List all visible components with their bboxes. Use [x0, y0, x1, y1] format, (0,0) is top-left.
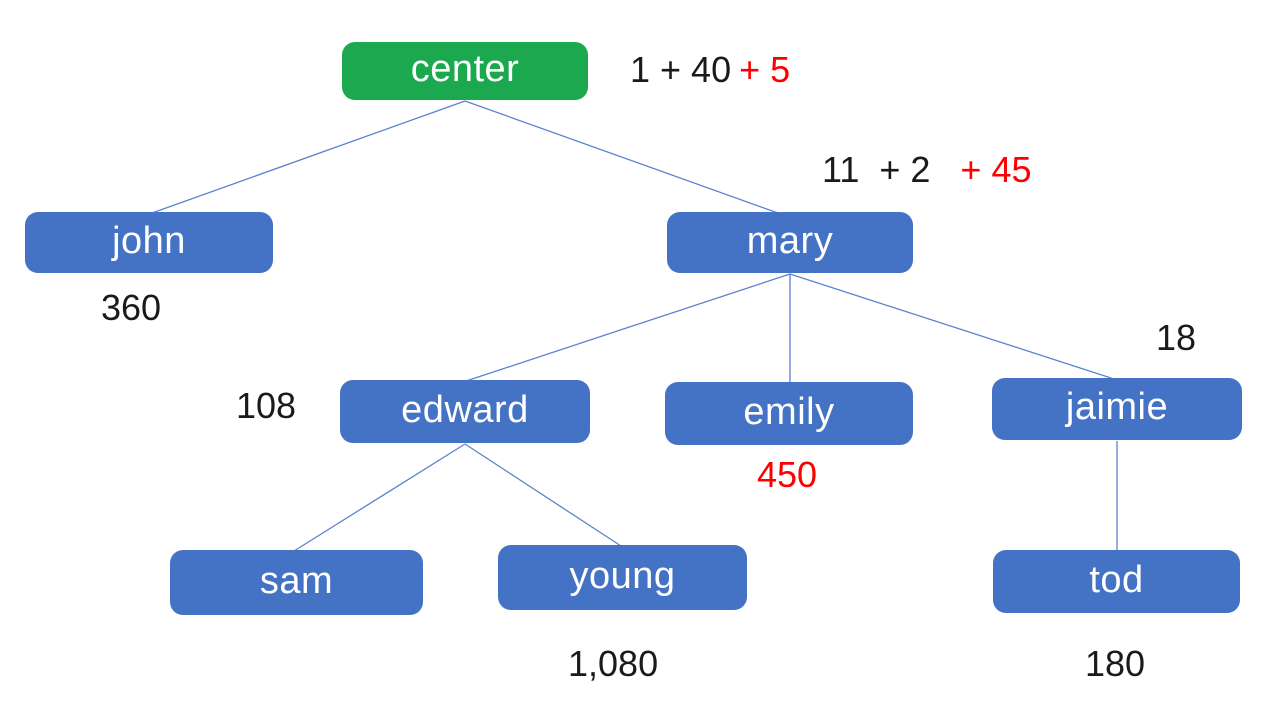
node-tod: tod: [993, 550, 1240, 613]
node-label-tod: tod: [1089, 558, 1144, 601]
edge-mary-edward: [465, 273, 791, 382]
edge-mary-jaimie: [789, 273, 1115, 380]
annotation-emily-value: 450: [757, 457, 817, 493]
node-edward: edward: [340, 380, 590, 443]
node-jaimie: jaimie: [992, 378, 1242, 440]
annotation-tod-value: 180: [1085, 646, 1145, 682]
node-label-john: john: [112, 219, 186, 262]
node-center: center: [342, 42, 588, 100]
edge-center-john: [151, 100, 466, 214]
edge-edward-young: [464, 443, 622, 547]
annotation-mary-calc: 11 + 2 + 45: [822, 152, 1032, 188]
annotation-john-value-part-black: 360: [101, 287, 162, 328]
annotation-jaimie-value-part-black: 18: [1156, 317, 1197, 358]
annotation-center-calc: 1 + 40+ 5: [630, 52, 790, 88]
node-label-jaimie: jaimie: [1065, 386, 1169, 428]
node-sam: sam: [170, 550, 423, 615]
node-label-young: young: [569, 554, 676, 597]
annotation-center-calc-part-black: 1 + 40: [630, 49, 732, 90]
annotation-mary-calc-part-black: 11 + 2: [822, 149, 931, 190]
annotation-young-value: 1,080: [568, 646, 658, 682]
annotation-tod-value-part-black: 180: [1085, 643, 1146, 684]
annotation-young-value-part-black: 1,080: [568, 643, 659, 684]
annotation-john-value: 360: [101, 290, 161, 326]
annotation-mary-calc-part-red: + 45: [960, 149, 1032, 190]
node-label-edward: edward: [401, 388, 529, 431]
node-young: young: [498, 545, 747, 610]
annotation-jaimie-value: 18: [1156, 320, 1196, 356]
annotation-edward-value-part-black: 108: [236, 385, 297, 426]
node-label-sam: sam: [259, 559, 334, 602]
node-mary: mary: [667, 212, 913, 273]
node-label-center: center: [410, 48, 520, 90]
node-label-mary: mary: [746, 219, 834, 262]
annotation-edward-value: 108: [236, 388, 296, 424]
annotation-center-calc-part-red: + 5: [739, 49, 791, 90]
node-john: john: [25, 212, 273, 273]
edge-edward-sam: [293, 443, 466, 552]
edge-center-mary: [464, 100, 779, 214]
annotation-emily-value-part-red: 450: [757, 454, 818, 495]
node-label-emily: emily: [743, 390, 835, 433]
node-emily: emily: [665, 382, 913, 445]
